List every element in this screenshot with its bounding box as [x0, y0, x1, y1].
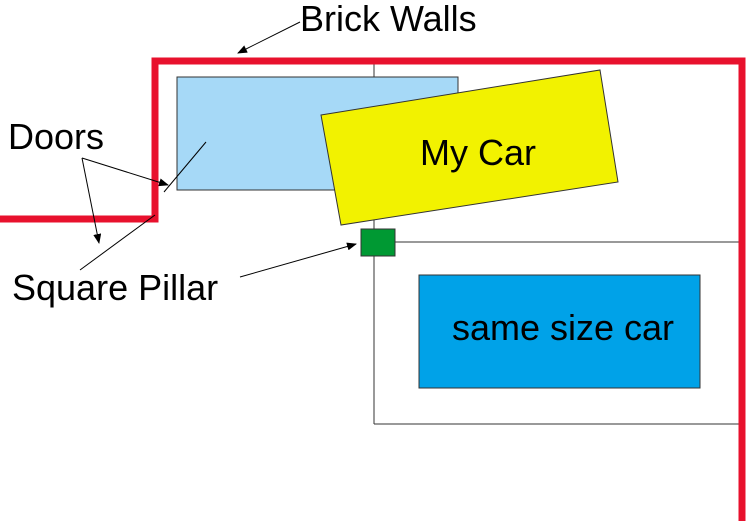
- brick-walls-label: Brick Walls: [300, 0, 477, 39]
- same-size-car-body: [418, 274, 701, 389]
- doors-arrow-upper: [81, 157, 169, 187]
- square-pillar: [360, 228, 396, 257]
- my-car-label: My Car: [420, 132, 536, 173]
- my-car-body: [320, 69, 619, 226]
- square-pillar-arrow: [239, 242, 357, 278]
- doors-label: Doors: [8, 116, 104, 157]
- door-line-upper: [163, 141, 207, 193]
- brick-wall: [0, 57, 746, 521]
- same-size-car-label: same size car: [452, 307, 674, 348]
- door-line-lower: [79, 214, 156, 271]
- same-size-car: same size car: [418, 274, 701, 389]
- brick-walls-arrow: [237, 21, 301, 54]
- doors-arrow-lower: [81, 157, 102, 244]
- annotation-arrows: [79, 21, 357, 278]
- my-car: My Car: [320, 69, 619, 226]
- square-pillar-label: Square Pillar: [12, 267, 218, 308]
